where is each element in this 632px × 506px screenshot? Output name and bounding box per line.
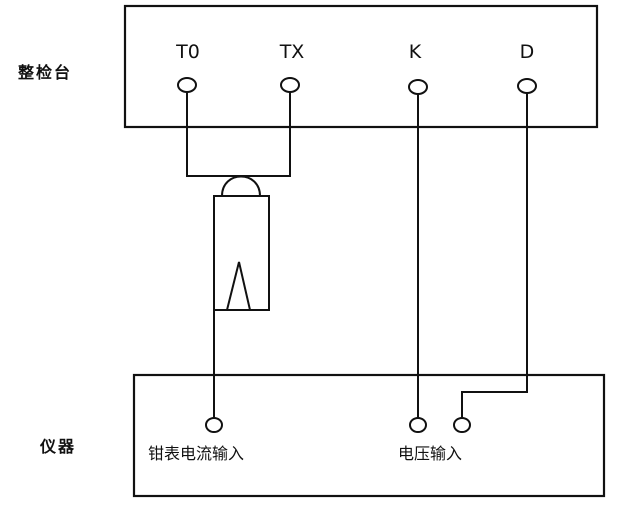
bench-box (123, 4, 599, 129)
terminal-tx-label: TX (279, 41, 305, 63)
t0-tx-loop-wire (186, 92, 291, 177)
d-wire (461, 93, 528, 418)
voltage-input-post-1 (409, 417, 427, 433)
terminal-t0-label: T0 (175, 41, 200, 63)
clamp-current-input-post (205, 417, 223, 433)
clamp-meter-body (213, 195, 270, 311)
clamp-meter-notch (226, 261, 251, 311)
terminal-k-post (408, 79, 428, 95)
terminal-d-post (517, 78, 537, 94)
clamp-current-input-label: 钳表电流输入 (148, 444, 244, 463)
terminal-t0-post (177, 77, 197, 93)
terminal-d-label: D (520, 41, 535, 63)
clamp-jaw (221, 175, 261, 197)
terminal-tx-post (280, 77, 300, 93)
instrument-label: 仪器 (39, 437, 76, 456)
bench-label: 整检台 (17, 63, 72, 82)
voltage-input-label: 电压输入 (398, 444, 462, 463)
instrument-box (132, 373, 606, 498)
voltage-input-post-2 (453, 417, 471, 433)
terminal-k-label: K (409, 41, 422, 63)
